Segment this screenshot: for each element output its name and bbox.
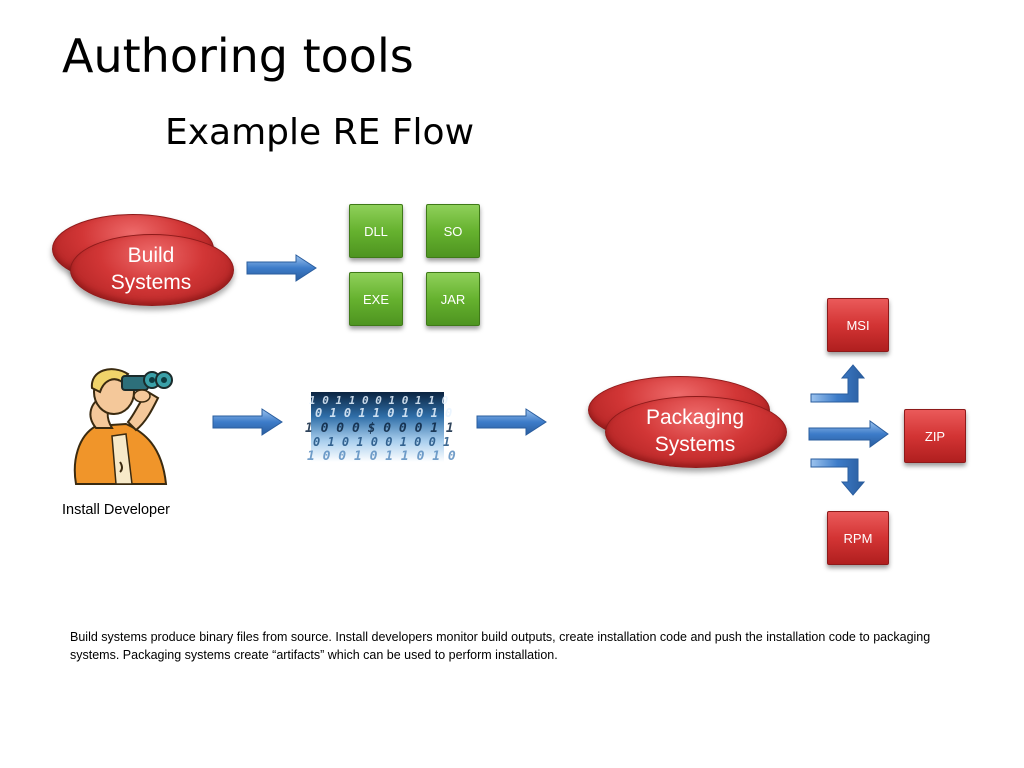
arrow-developer-to-binary (212, 408, 283, 436)
binary-line-5: 1 0 0 1 0 1 1 0 1 0 (307, 449, 456, 464)
slide-title: Authoring tools (62, 29, 414, 83)
binary-line-3: 1 0 0 0 $ 0 0 0 1 1 (305, 421, 454, 436)
slide-subtitle: Example RE Flow (165, 112, 475, 153)
packaging-systems-front-ellipse (605, 396, 787, 468)
arrow-packaging-to-zip (808, 420, 889, 448)
package-zip-box: ZIP (904, 409, 966, 463)
build-systems-front-ellipse (70, 234, 234, 306)
package-msi-box: MSI (827, 298, 889, 352)
binary-line-2: 0 1 0 1 1 0 1 0 1 0 (315, 406, 452, 420)
arrow-packaging-to-msi (810, 364, 866, 403)
install-developer-label: Install Developer (62, 502, 170, 518)
arrow-packaging-to-rpm (810, 458, 866, 496)
arrow-build-to-artifacts (246, 254, 317, 282)
slide-caption: Build systems produce binary files from … (70, 630, 931, 663)
artifact-dll-box: DLL (349, 204, 403, 258)
package-rpm-box: RPM (827, 511, 889, 565)
binoculars-person-icon (73, 368, 173, 485)
arrow-binary-to-packaging (476, 408, 547, 436)
binary-line-1: 1 0 1 1 0 0 1 0 1 1 0 (309, 394, 448, 407)
binary-line-4: 0 1 0 1 0 0 1 0 0 1 (313, 435, 450, 449)
binary-code-image: 1 0 1 1 0 0 1 0 1 1 0 0 1 0 1 1 0 1 0 1 … (305, 392, 456, 464)
artifact-exe-box: EXE (349, 272, 403, 326)
artifact-so-box: SO (426, 204, 480, 258)
packaging-systems-label: Packaging Systems (645, 405, 745, 456)
artifact-jar-box: JAR (426, 272, 480, 326)
build-systems-label: Build Systems (110, 243, 192, 294)
